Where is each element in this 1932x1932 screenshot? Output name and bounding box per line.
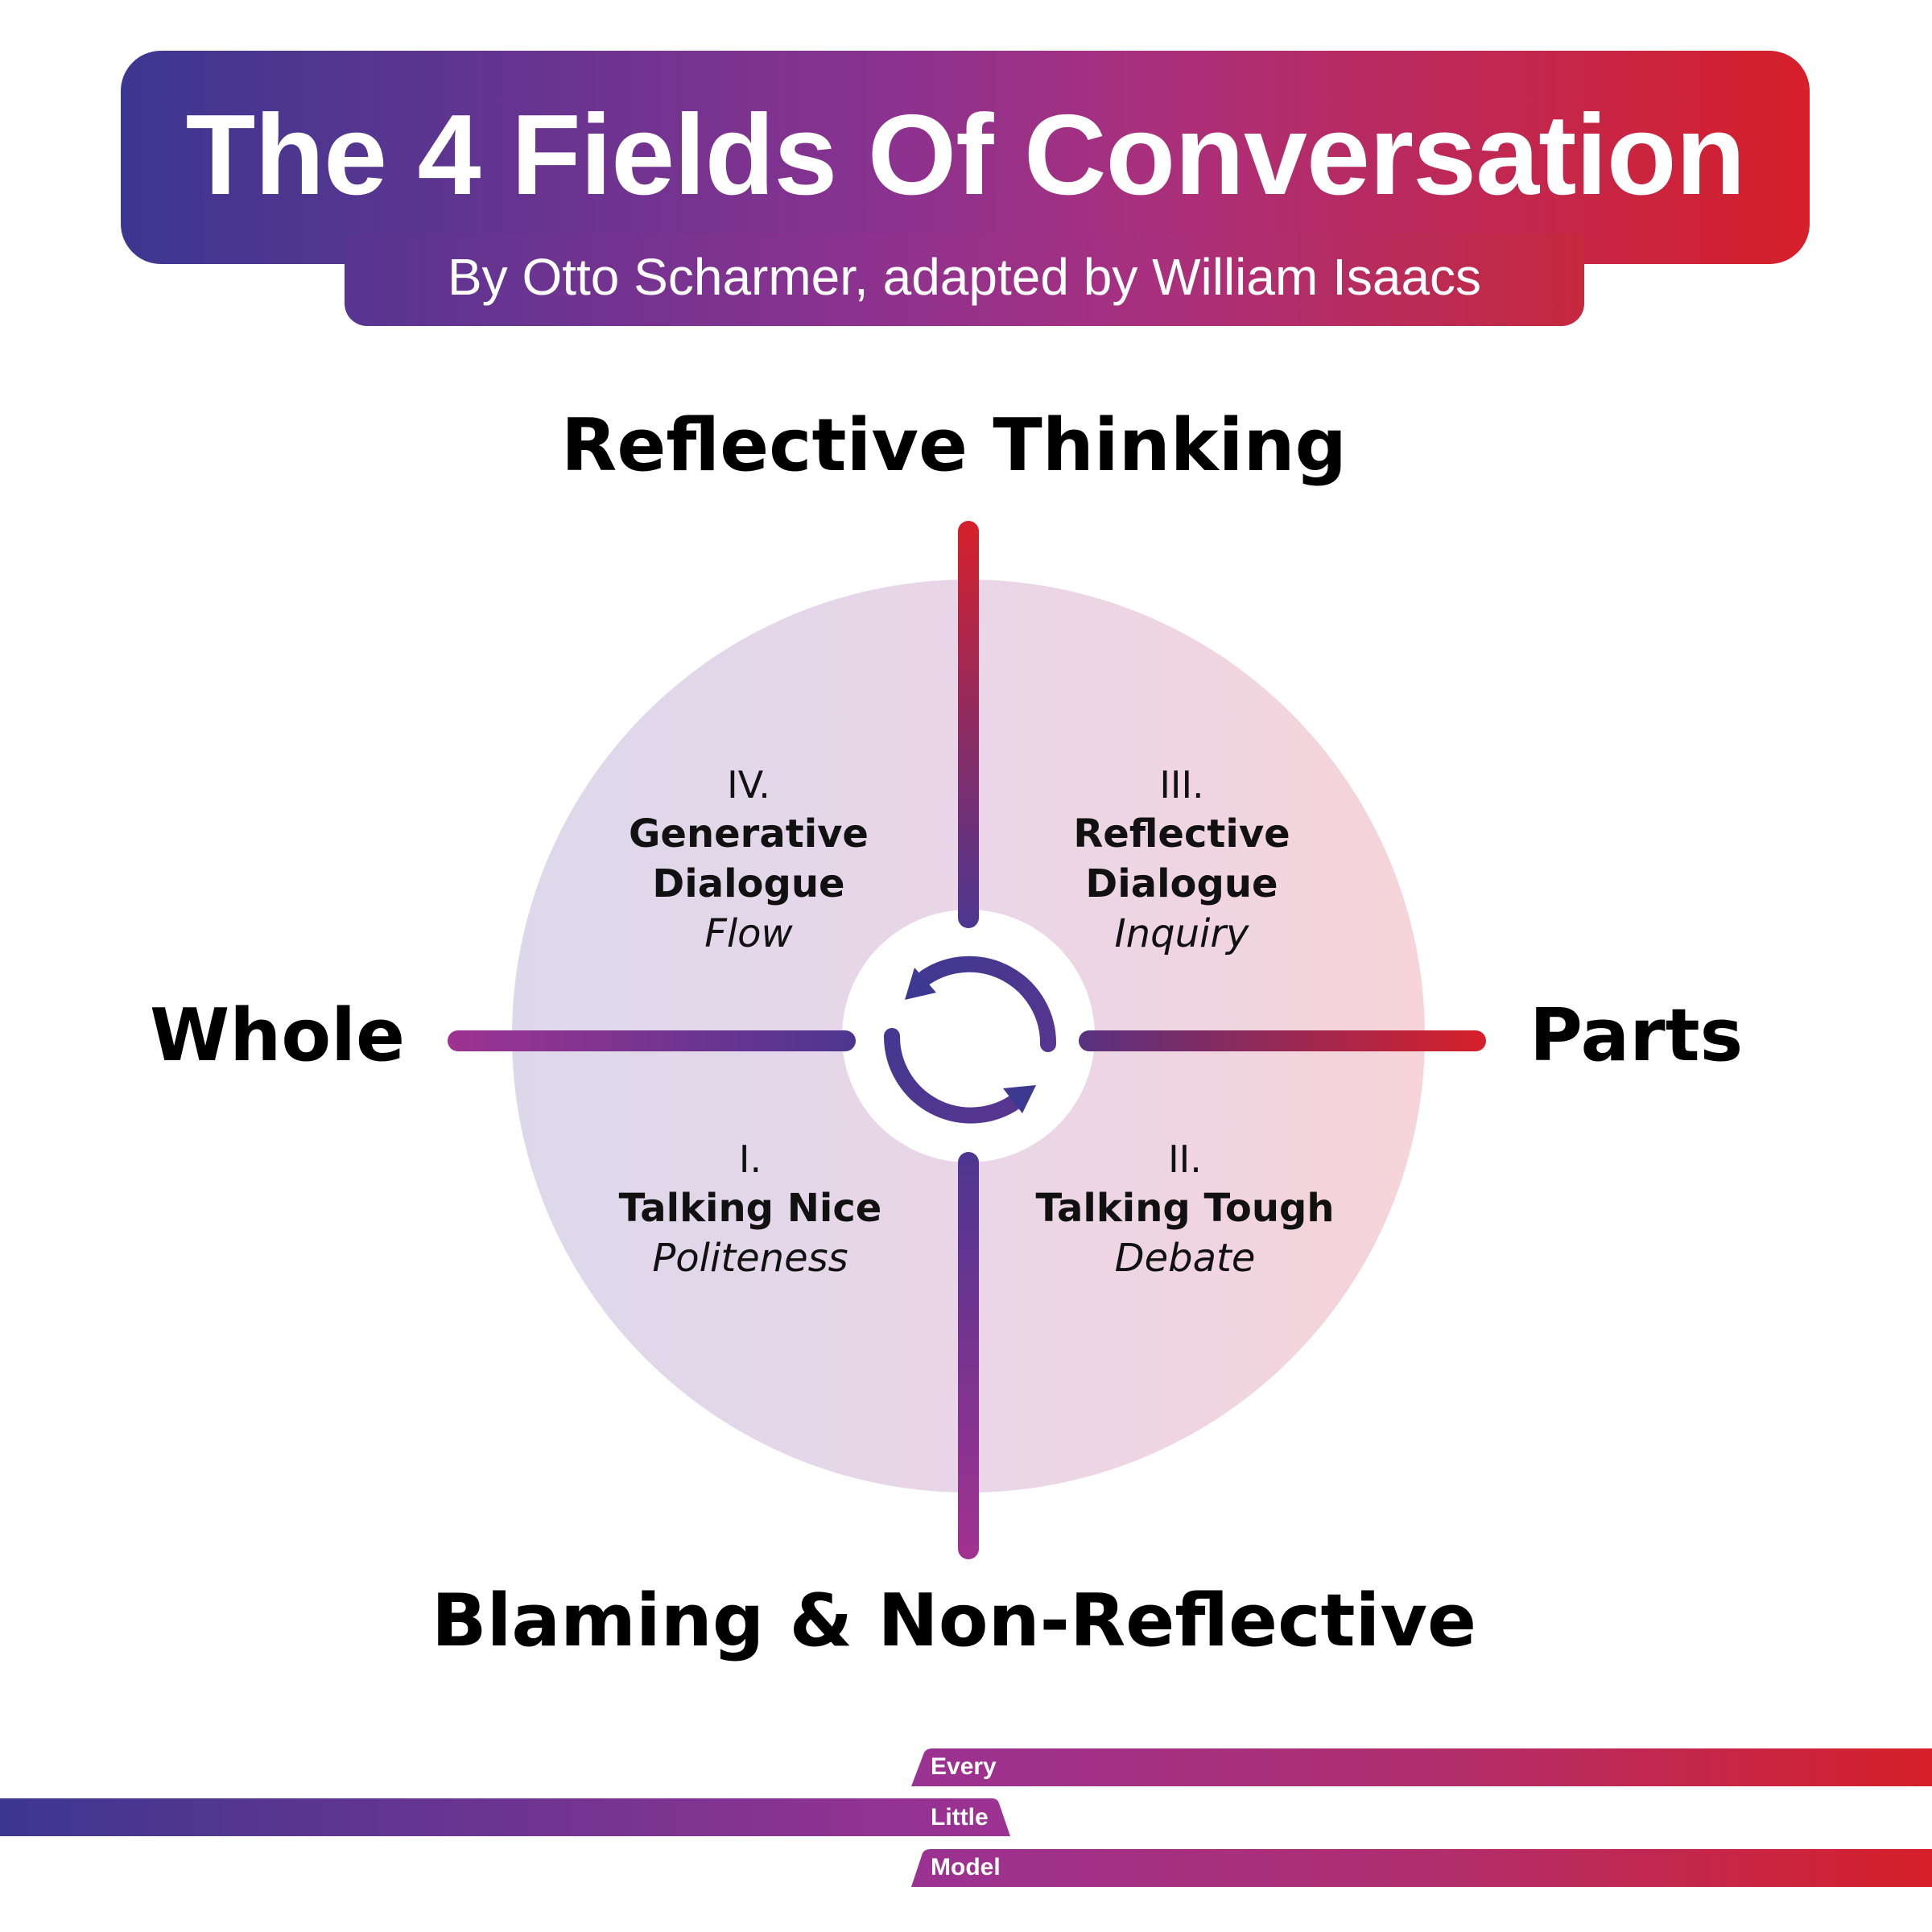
quadrant-reflective-dialogue: III. Reflective Dialogue Inquiry <box>980 761 1383 959</box>
brand-word-model: Model <box>931 1854 1001 1880</box>
arrowhead-bottom <box>1003 1085 1036 1113</box>
axis-label-bottom: Blaming & Non-Reflective <box>431 1579 1477 1663</box>
quadrant-numeral: III. <box>1159 763 1204 807</box>
page-subtitle: By Otto Scharmer, adapted by William Isa… <box>447 248 1482 306</box>
title-banner <box>121 51 1810 264</box>
axis-label-left: Whole <box>150 993 406 1078</box>
quadrant-name-line: Dialogue <box>652 861 845 906</box>
quadrant-numeral: I. <box>738 1137 762 1181</box>
quadrant-name-line: Generative <box>629 811 869 857</box>
quadrant-talking-tough: II. Talking Tough Debate <box>984 1135 1386 1283</box>
quadrant-name: Talking Tough <box>1035 1186 1335 1231</box>
axis-label-top: Reflective Thinking <box>561 403 1347 488</box>
quadrant-description: Politeness <box>652 1236 848 1281</box>
subtitle-tab <box>345 233 1584 326</box>
quadrant-description: Debate <box>1114 1236 1256 1281</box>
cycle-arrow-bottom <box>883 1028 1024 1124</box>
quadrant-name-line: Reflective <box>1073 811 1290 857</box>
quadrant-name-line: Dialogue <box>1085 861 1278 906</box>
brand-bar-model <box>911 1849 1932 1887</box>
page-title: The 4 Fields Of Conversation <box>185 91 1746 219</box>
quadrant-description: Flow <box>704 911 793 956</box>
quadrant-name: Talking Nice <box>618 1186 882 1231</box>
brand-word-little: Little <box>931 1804 989 1831</box>
quadrant-generative-dialogue: IV. Generative Dialogue Flow <box>547 761 950 959</box>
brand-bar-little <box>0 1798 1010 1836</box>
cycle-arrows-icon <box>883 956 1057 1124</box>
axis-label-right: Parts <box>1530 993 1744 1078</box>
quadrant-numeral: IV. <box>727 763 770 807</box>
quadrant-numeral: II. <box>1168 1137 1202 1181</box>
center-circle <box>842 910 1095 1162</box>
brand-bar-every <box>911 1748 1932 1786</box>
brand-word-every: Every <box>931 1753 997 1780</box>
arrowhead-top <box>905 968 936 1000</box>
cycle-arrow-top <box>918 956 1057 1052</box>
quadrant-description: Inquiry <box>1114 911 1249 956</box>
quadrant-talking-nice: I. Talking Nice Politeness <box>549 1135 952 1283</box>
